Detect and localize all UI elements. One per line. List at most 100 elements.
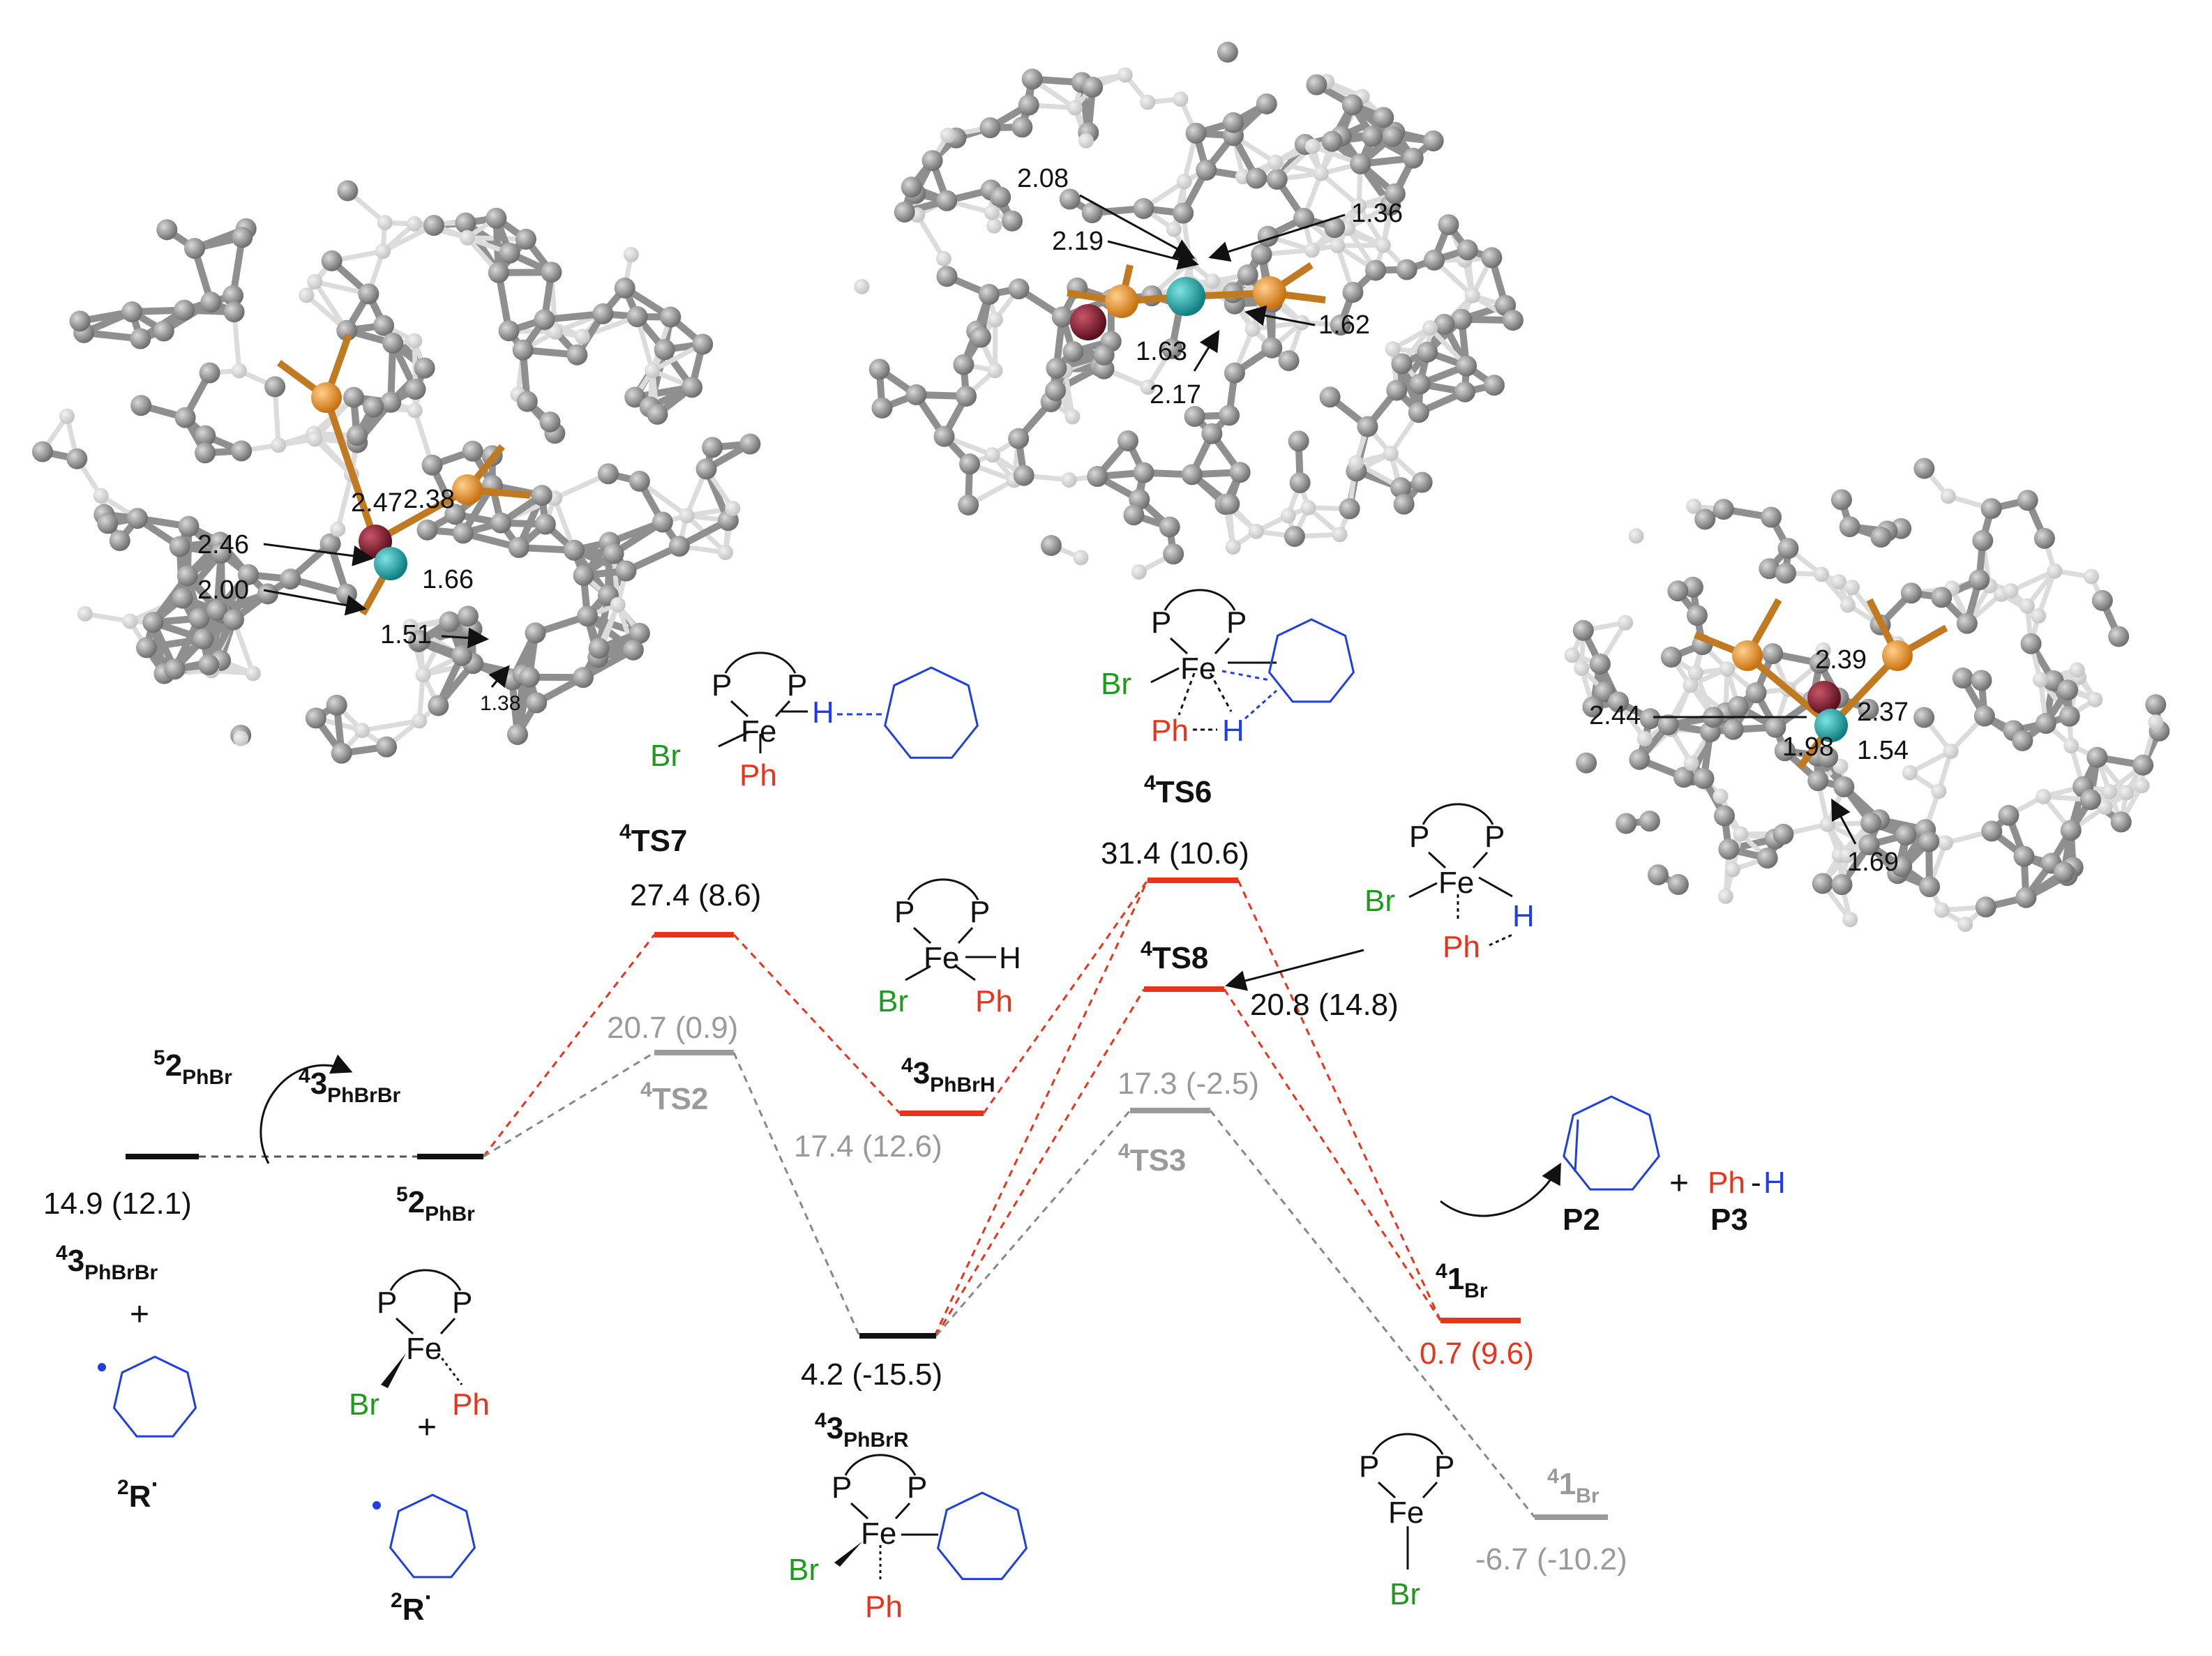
carbon-atom <box>1196 159 1217 181</box>
atom-bond <box>1252 319 1302 332</box>
hydrogen-atom <box>407 216 423 232</box>
phosphorus-label: P <box>377 1286 397 1320</box>
hydrogen-atom <box>984 204 1000 220</box>
carbon-atom <box>1807 770 1829 792</box>
iron-label: Fe <box>861 1516 896 1551</box>
hydrogen-atom <box>2003 582 2019 599</box>
carbon-atom <box>321 250 343 271</box>
carbon-atom <box>956 385 977 407</box>
carbon-atom <box>1629 748 1650 770</box>
hydrogen-atom <box>1937 835 1953 851</box>
bidentate-backbone <box>844 1454 917 1476</box>
hydrogen-atom <box>1683 677 1699 693</box>
carbon-atom <box>2033 527 2055 549</box>
carbon-atom <box>130 395 152 416</box>
hydrogen-atom <box>2084 569 2100 585</box>
carbon-atom <box>1895 825 1917 846</box>
hydrogen-label: H <box>812 695 834 730</box>
carbon-atom <box>603 543 624 564</box>
hydrogen-atom <box>1830 574 1846 590</box>
carbon-atom <box>1481 247 1503 269</box>
carbon-atom <box>1860 812 1882 834</box>
svg-text:4TS2: 4TS2 <box>640 1078 708 1116</box>
carbon-atom <box>1830 489 1852 511</box>
carbon-atom <box>172 587 193 609</box>
carbon-atom <box>193 628 214 650</box>
hydrogen-atom <box>854 278 870 294</box>
carbon-atom <box>626 306 648 327</box>
carbon-atom <box>1713 805 1735 827</box>
carbon-atom <box>380 391 402 413</box>
hydrogen-atom <box>299 287 315 303</box>
svg-text:43PhBrH: 43PhBrH <box>901 1054 995 1097</box>
hydrogen-atom <box>1300 499 1316 515</box>
carbon-atom <box>692 333 714 355</box>
carbon-atom <box>933 426 955 447</box>
carbon-atom <box>592 303 614 324</box>
carbon-atom <box>597 463 619 485</box>
hydrogen-atom <box>1687 665 1703 681</box>
carbon-atom <box>1660 646 1682 668</box>
radical-dot <box>373 1501 381 1510</box>
hydrogen-atom <box>2033 672 2049 688</box>
spin-crossover-arrow <box>259 1054 353 1164</box>
svg-text:+: + <box>1669 1165 1689 1202</box>
phenyl-label: Ph <box>975 984 1013 1018</box>
carbon-atom <box>1393 493 1415 515</box>
svg-text:43PhBrBr: 43PhBrBr <box>299 1064 401 1107</box>
pathway-connectors <box>199 880 1536 1518</box>
hydrogen-atom <box>610 596 626 612</box>
carbon-atom <box>1718 838 1740 860</box>
carbon-atom <box>921 150 943 172</box>
cycloheptene-product <box>1563 1095 1660 1191</box>
carbon-atom <box>1289 472 1311 494</box>
atom-bond <box>335 474 354 530</box>
hydrogen-atom <box>1724 861 1740 878</box>
cycloheptyl-ring <box>389 1493 476 1579</box>
hydrogen-atom <box>1078 133 1094 149</box>
bromine-label: Br <box>788 1553 819 1587</box>
cycloheptene-ring <box>1563 1095 1660 1191</box>
carbon-atom <box>1330 314 1351 336</box>
phenyl-label: Ph <box>1151 714 1189 748</box>
carbon-atom <box>451 645 473 666</box>
carbon-atom <box>1040 535 1062 557</box>
bond <box>1422 1481 1438 1499</box>
svg-text:4TS3: 4TS3 <box>1118 1140 1186 1177</box>
carbon-atom <box>1382 126 1404 147</box>
carbon-atom <box>358 283 379 305</box>
hydrogen-atom <box>415 667 431 683</box>
carbon-atom <box>1321 130 1343 152</box>
hydrogen-atom <box>354 723 370 739</box>
hydrogen-atom <box>271 437 287 453</box>
hydrogen-atom <box>402 619 419 635</box>
iron-atom <box>374 547 407 580</box>
distance-label: 2.39 <box>1815 645 1867 675</box>
hash-bond <box>1244 689 1277 720</box>
carbon-atom <box>2132 754 2154 776</box>
phosphorus-label: P <box>1484 820 1505 854</box>
carbon-atom <box>1608 691 1630 713</box>
carbon-atom <box>346 425 368 446</box>
carbon-atom <box>1350 153 1371 174</box>
carbon-atom <box>1224 362 1245 384</box>
carbon-atom <box>486 207 507 229</box>
carbon-atom <box>1390 477 1412 499</box>
carbon-atom <box>490 512 512 534</box>
carbon-atom <box>305 707 326 729</box>
hydrogen-atom <box>377 215 393 231</box>
carbon-atom <box>1396 259 1417 280</box>
hydrogen-atom <box>2102 783 2118 799</box>
bond <box>912 926 932 944</box>
svg-text:20.8 (14.8): 20.8 (14.8) <box>1250 988 1399 1022</box>
phenyl-label: Ph <box>452 1387 490 1422</box>
carbon-atom <box>382 332 404 354</box>
bromine-label: Br <box>1101 667 1131 701</box>
carbon-atom <box>1616 813 1637 834</box>
bond <box>957 926 974 944</box>
carbon-atom <box>223 285 244 306</box>
hydrogen-atom <box>77 605 93 622</box>
carbon-atom <box>1693 768 1715 790</box>
phosphorus-atom <box>1732 640 1763 671</box>
